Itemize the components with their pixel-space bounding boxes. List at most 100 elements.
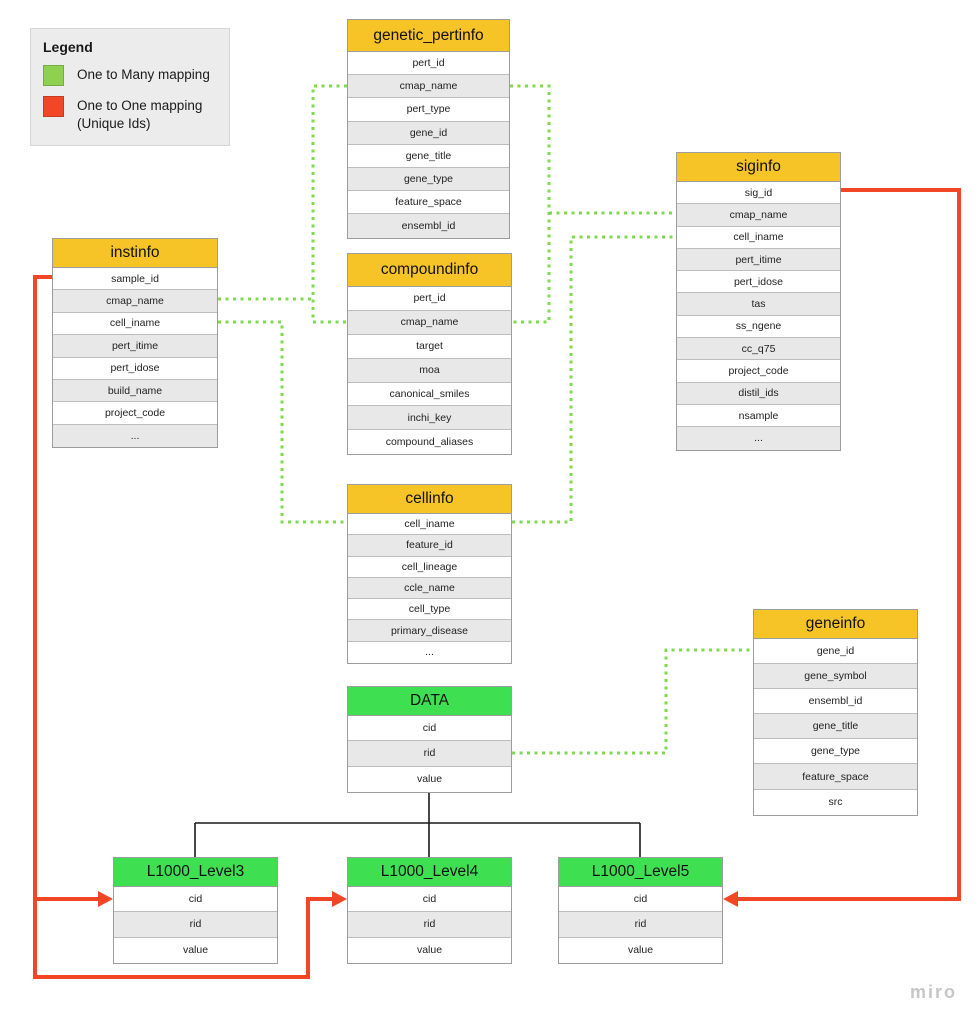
table-row[interactable]: feature_space xyxy=(348,191,509,215)
table-row[interactable]: canonical_smiles xyxy=(348,382,511,407)
table-row[interactable]: cid xyxy=(348,887,511,913)
connection-instinfo-celliname-to-cellinfo[interactable] xyxy=(218,320,347,524)
table-row[interactable]: rid xyxy=(348,741,511,767)
table-row[interactable]: inchi_key xyxy=(348,406,511,431)
table-row[interactable]: ... xyxy=(348,641,511,664)
table-row[interactable]: ... xyxy=(53,424,217,448)
table-row[interactable]: feature_id xyxy=(348,535,511,557)
arrowhead-into-level4-cid xyxy=(332,891,347,907)
connection-siginfo-sigid-to-level5[interactable] xyxy=(723,188,961,907)
table-row[interactable]: compound_aliases xyxy=(348,430,511,455)
table-row[interactable]: rid xyxy=(114,912,277,938)
legend-label-line1: One to One mapping xyxy=(77,98,203,113)
table-row[interactable]: gene_id xyxy=(348,121,509,145)
table-row[interactable]: pert_itime xyxy=(677,248,840,272)
table-row[interactable]: gene_title xyxy=(348,144,509,168)
table-row[interactable]: pert_type xyxy=(348,98,509,122)
table-row[interactable]: ss_ngene xyxy=(677,315,840,339)
connection-instinfo-cmapname-to-pertinfo[interactable] xyxy=(218,84,347,324)
table-row[interactable]: src xyxy=(754,789,917,815)
table-row[interactable]: nsample xyxy=(677,404,840,428)
table-row[interactable]: gene_symbol xyxy=(754,664,917,690)
table-row[interactable]: ... xyxy=(677,427,840,450)
arrowhead-into-level5-cid xyxy=(723,891,738,907)
table-row[interactable]: value xyxy=(559,937,722,963)
table-row[interactable]: gene_type xyxy=(348,167,509,192)
table-row[interactable]: target xyxy=(348,334,511,359)
connection-data-rid-to-geneinfo[interactable] xyxy=(512,648,753,755)
table-row[interactable]: rid xyxy=(348,912,511,938)
table-row[interactable]: pert_itime xyxy=(53,335,217,358)
table-row[interactable]: primary_disease xyxy=(348,620,511,642)
table-row[interactable]: gene_title xyxy=(754,714,917,740)
table-header-siginfo[interactable]: siginfo xyxy=(677,153,840,182)
table-header-compoundinfo[interactable]: compoundinfo xyxy=(348,254,511,287)
connection-cellinfo-to-siginfo-celliname[interactable] xyxy=(512,235,676,524)
table-row[interactable]: cmap_name xyxy=(348,310,511,335)
table-row[interactable]: cid xyxy=(559,887,722,913)
table-row[interactable]: cmap_name xyxy=(677,204,840,227)
table-row[interactable]: project_code xyxy=(677,360,840,383)
table-header-cellinfo[interactable]: cellinfo xyxy=(348,485,511,514)
table-header-instinfo[interactable]: instinfo xyxy=(53,239,217,268)
table-row[interactable]: project_code xyxy=(53,402,217,425)
table-row[interactable]: cell_type xyxy=(348,599,511,621)
table-row[interactable]: pert_id xyxy=(348,52,509,76)
table-row[interactable]: rid xyxy=(559,912,722,938)
connection-instinfo-sampleid-to-level3-level4[interactable] xyxy=(33,275,347,979)
table-row[interactable]: moa xyxy=(348,358,511,383)
table-row[interactable]: value xyxy=(114,937,277,963)
table-row[interactable]: value xyxy=(348,766,511,792)
table-row[interactable]: cid xyxy=(114,887,277,913)
table-row[interactable]: sample_id xyxy=(53,268,217,291)
table-row[interactable]: pert_id xyxy=(348,287,511,311)
table-row[interactable]: ensembl_id xyxy=(348,214,509,238)
table-header-l1000-level4[interactable]: L1000_Level4 xyxy=(348,858,511,887)
table-row[interactable]: cmap_name xyxy=(53,290,217,313)
table-row[interactable]: pert_idose xyxy=(677,271,840,294)
table-row[interactable]: feature_space xyxy=(754,764,917,790)
table-header-l1000-level3[interactable]: L1000_Level3 xyxy=(114,858,277,887)
table-row[interactable]: tas xyxy=(677,293,840,316)
table-header-genetic-pertinfo[interactable]: genetic_pertinfo xyxy=(348,20,509,52)
table-row[interactable]: cc_q75 xyxy=(677,338,840,361)
table-row[interactable]: ccle_name xyxy=(348,577,511,600)
table-row[interactable]: gene_type xyxy=(754,739,917,765)
table-row[interactable]: value xyxy=(348,937,511,963)
table-row[interactable]: cid xyxy=(348,716,511,742)
table-row[interactable]: pert_idose xyxy=(53,357,217,380)
connection-data-to-l1000-levels[interactable] xyxy=(194,790,641,857)
table-header-l1000-level5[interactable]: L1000_Level5 xyxy=(559,858,722,887)
table-row[interactable]: build_name xyxy=(53,379,217,403)
table-row[interactable]: cell_lineage xyxy=(348,556,511,578)
miro-watermark: miro xyxy=(909,982,957,1002)
table-row[interactable]: ensembl_id xyxy=(754,689,917,715)
legend-label: One to Many mapping xyxy=(77,67,210,82)
table-row[interactable]: cell_iname xyxy=(348,514,511,536)
table-row[interactable]: gene_id xyxy=(754,639,917,665)
connection-pertinfo-cmapname-to-siginfo[interactable] xyxy=(510,84,676,324)
table-row[interactable]: cell_iname xyxy=(677,226,840,249)
table-row[interactable]: distil_ids xyxy=(677,382,840,405)
table-header-geneinfo[interactable]: geneinfo xyxy=(754,610,917,639)
table-row[interactable]: cmap_name xyxy=(348,75,509,99)
table-row[interactable]: cell_iname xyxy=(53,312,217,336)
one-to-many-swatch xyxy=(43,65,64,86)
legend[interactable]: Legend One to Many mapping One to One ma… xyxy=(30,28,230,147)
table-row[interactable]: sig_id xyxy=(677,182,840,205)
table-header-data[interactable]: DATA xyxy=(348,687,511,716)
legend-title: Legend xyxy=(43,39,93,55)
